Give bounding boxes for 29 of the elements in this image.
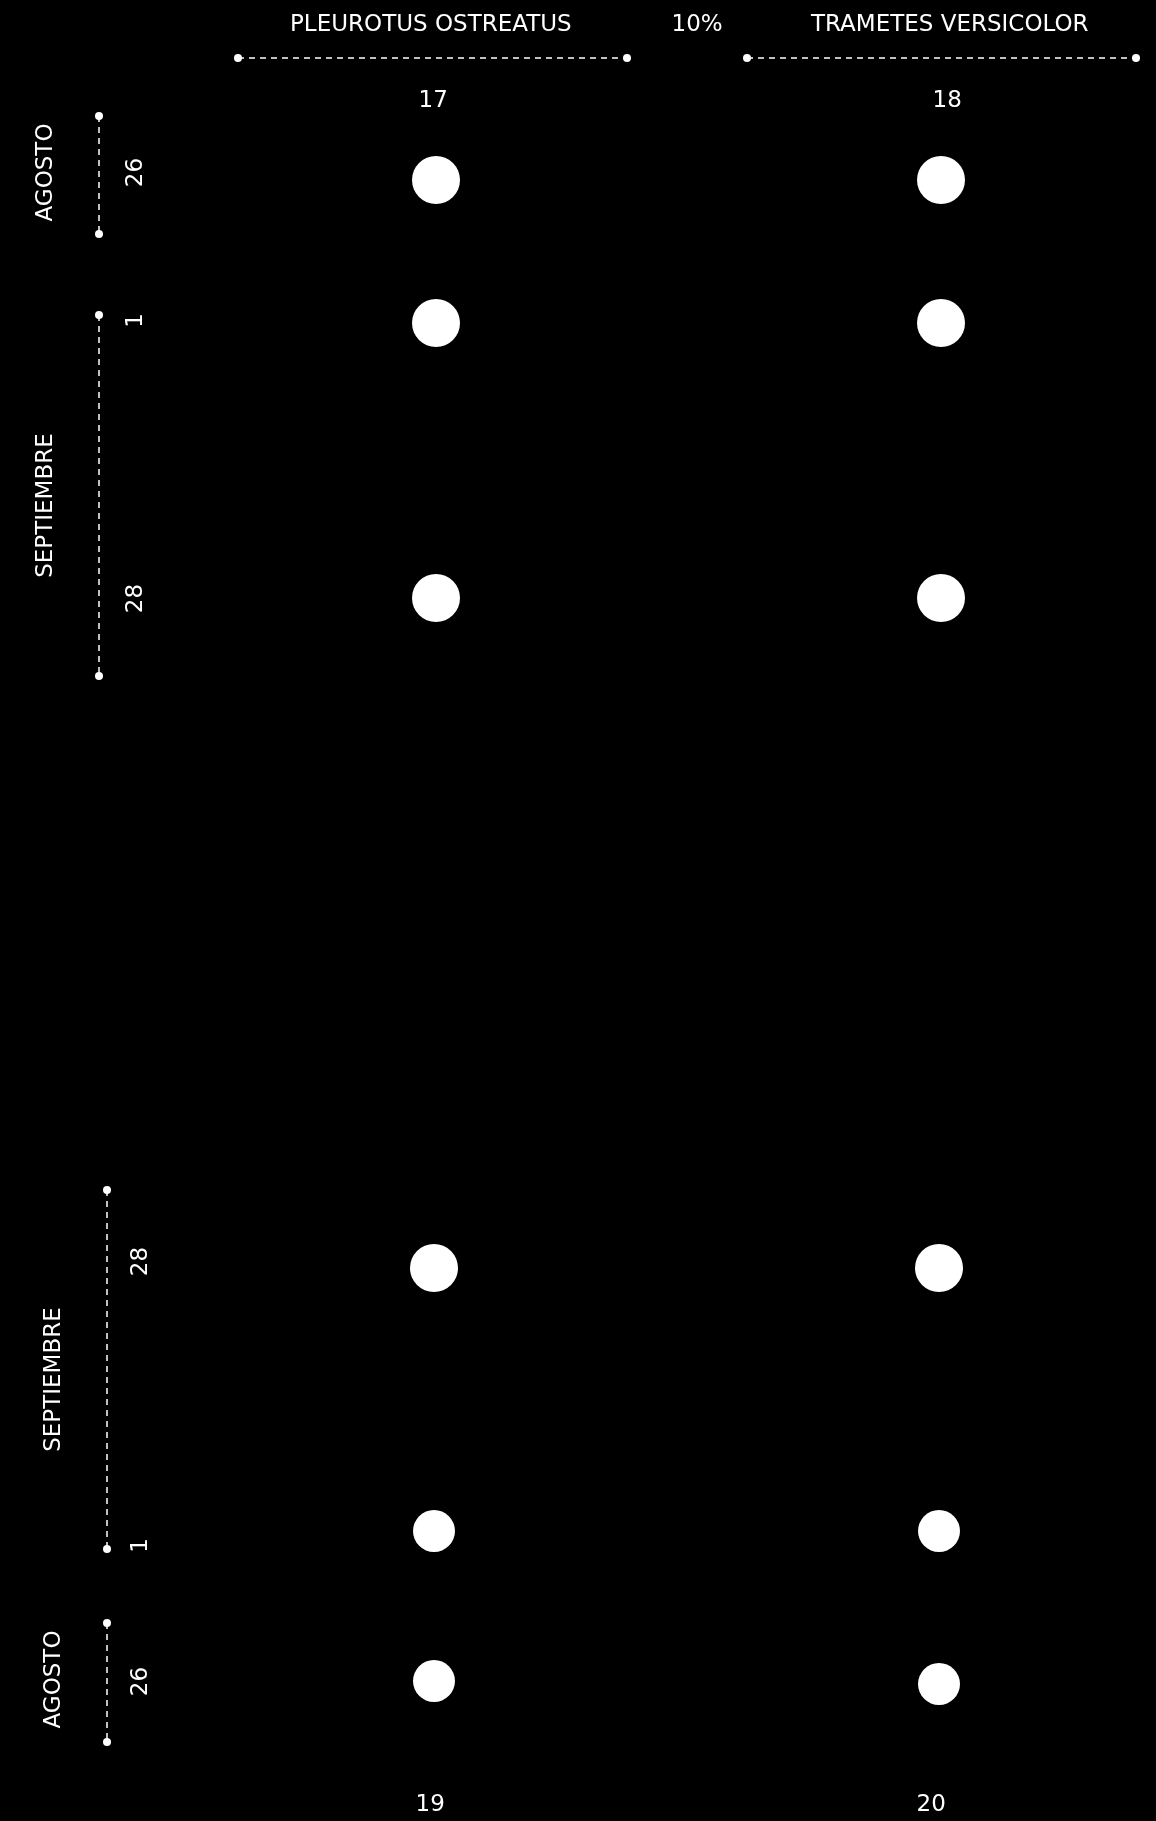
- data-dot: [917, 156, 965, 204]
- data-dot: [917, 574, 965, 622]
- month-label: SEPTIEMBRE: [32, 432, 56, 578]
- data-dot: [412, 299, 460, 347]
- day-label: 26: [122, 157, 146, 187]
- column-number: 20: [916, 1791, 946, 1815]
- column-number: 19: [415, 1791, 445, 1815]
- column-number: 18: [932, 87, 962, 111]
- day-label: 26: [127, 1666, 151, 1696]
- data-dot: [412, 156, 460, 204]
- month-label: AGOSTO: [32, 123, 56, 221]
- data-dot: [917, 299, 965, 347]
- data-dot: [412, 574, 460, 622]
- day-label: 1: [127, 1537, 151, 1553]
- month-label: AGOSTO: [40, 1630, 64, 1728]
- data-dot: [918, 1663, 960, 1705]
- month-label: SEPTIEMBRE: [40, 1306, 64, 1452]
- column-heading: TRAMETES VERSICOLOR: [811, 11, 1089, 35]
- percentage-label: 10%: [671, 11, 723, 35]
- day-label: 28: [122, 583, 146, 613]
- day-label: 1: [122, 312, 146, 328]
- column-heading: PLEUROTUS OSTREATUS: [290, 11, 572, 35]
- data-dot: [413, 1660, 455, 1702]
- data-dot: [410, 1244, 458, 1292]
- data-dot: [918, 1510, 960, 1552]
- day-label: 28: [127, 1246, 151, 1276]
- data-dot: [915, 1244, 963, 1292]
- data-dot: [413, 1510, 455, 1552]
- column-number: 17: [418, 87, 448, 111]
